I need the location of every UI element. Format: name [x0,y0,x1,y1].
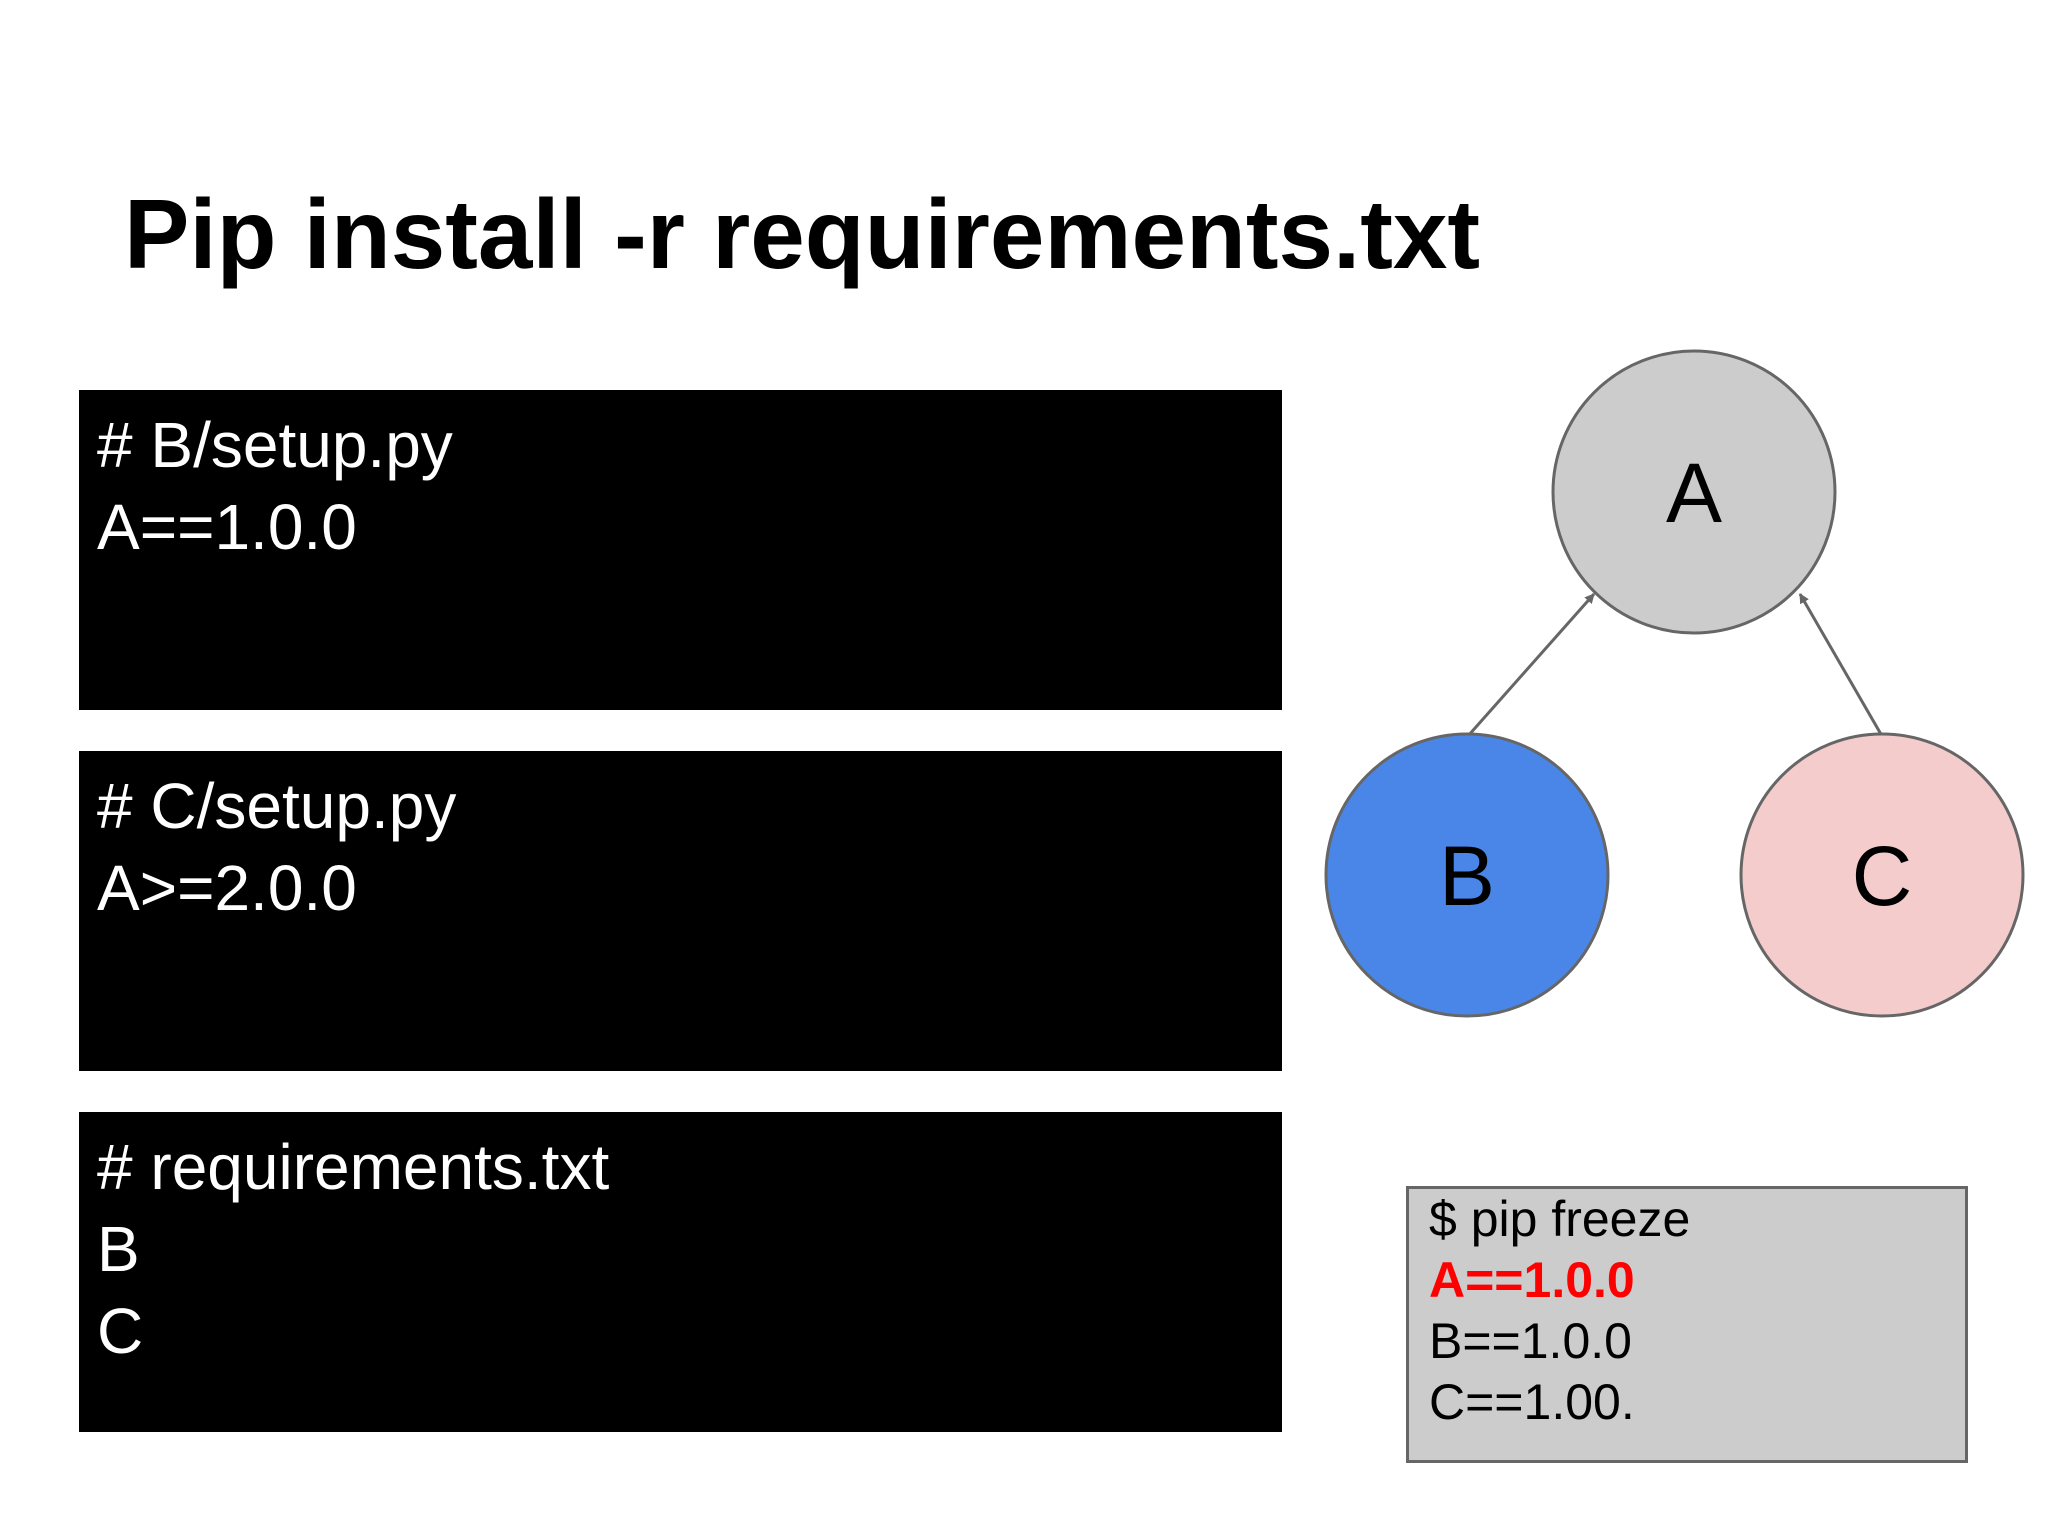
freeze-line-a: A==1.0.0 [1429,1252,1635,1308]
code-line: A==1.0.0 [97,491,357,563]
node-c: C [1739,732,2025,1018]
code-line: B [97,1213,140,1285]
node-a: A [1551,349,1837,635]
code-line: # C/setup.py [97,770,457,842]
requirements-code-box: # requirements.txt B C [79,1112,1282,1432]
node-b-label: B [1439,829,1495,923]
node-a-label: A [1666,446,1722,540]
node-c-label: C [1852,829,1913,923]
code-line: A>=2.0.0 [97,852,357,924]
edge-b-to-a [1466,593,1596,737]
freeze-line-b: B==1.0.0 [1429,1313,1632,1369]
code-line: # requirements.txt [97,1131,610,1203]
edge-c-to-a [1798,593,1884,737]
code-line: C [97,1295,144,1367]
b-setup-code-box: # B/setup.py A==1.0.0 [79,390,1282,710]
freeze-line-c: C==1.00. [1429,1374,1635,1430]
freeze-command: $ pip freeze [1429,1191,1691,1247]
code-line: # B/setup.py [97,409,453,481]
c-setup-code-box: # C/setup.py A>=2.0.0 [79,751,1282,1071]
node-b: B [1324,732,1610,1018]
slide-title: Pip install -r requirements.txt [124,179,1480,289]
pip-freeze-panel: $ pip freeze A==1.0.0 B==1.0.0 C==1.00. [1406,1186,1968,1463]
